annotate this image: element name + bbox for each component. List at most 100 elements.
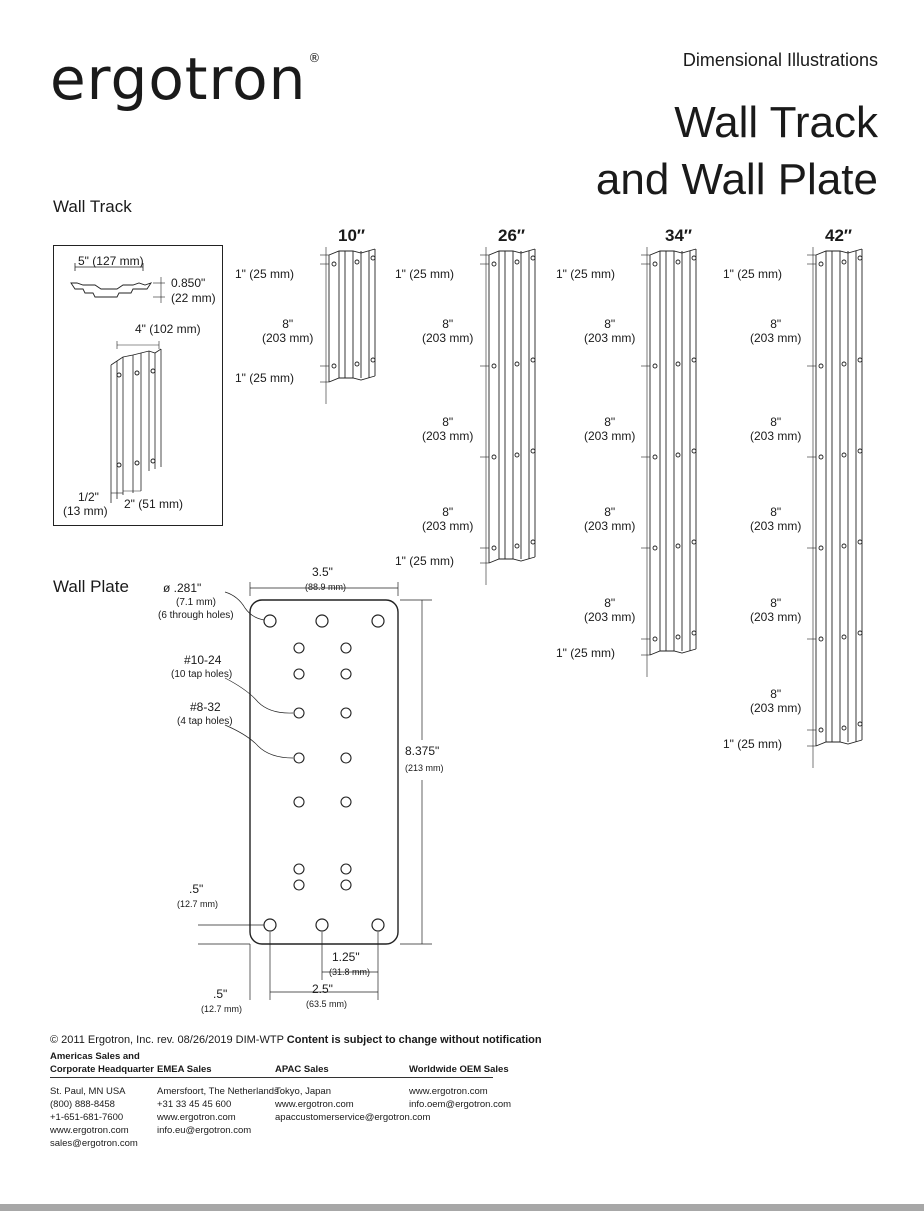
size-42: 42″ [825,226,853,245]
t34-sp1-mm: (203 mm) [584,331,636,345]
t26-sp2-mm: (203 mm) [422,429,474,443]
plate-height-mm: (213 mm) [405,763,444,773]
page-title-line1: Wall Track [674,98,878,147]
oem-line[interactable]: www.ergotron.com [409,1086,488,1097]
copyright: © 2011 Ergotron, Inc. rev. 08/26/2019 DI… [50,1034,284,1046]
track-spacing-label: 2" (51 mm) [124,497,183,511]
emea-head: EMEA Sales [157,1064,212,1075]
americas-head2: Corporate Headquarter [50,1064,154,1075]
footer-col-americas: Americas Sales and Corporate Headquarter [50,1050,160,1076]
emea-line[interactable]: www.ergotron.com [157,1112,236,1123]
t26-sp1-mm: (203 mm) [422,331,474,345]
size-34: 34″ [665,226,693,245]
tap2-label: #8-32 [190,700,221,714]
half-spacing: 1.25" [332,950,360,964]
track-width-label: 5" (127 mm) [78,254,144,268]
edge-vertical: .5" [189,882,204,896]
t42-end-bottom: 1" (25 mm) [723,737,782,751]
t42-sp1-in: 8" [770,317,782,331]
tap2-note: (4 tap holes) [177,716,233,727]
t26-spacing-1: 8"(203 mm) [422,317,473,345]
track-profile-3 [807,247,863,768]
t34-sp3-mm: (203 mm) [584,519,636,533]
t10-spacing-1: 8"(203 mm) [262,317,313,345]
oem-line[interactable]: info.oem@ergotron.com [409,1099,512,1110]
ergotron-logo: ergotron® [50,45,321,113]
oem-head: Worldwide OEM Sales [409,1064,509,1075]
footer-col-oem-head: Worldwide OEM Sales [409,1063,509,1076]
emea-lines: Amersfoort, The Netherlands +31 33 45 45… [157,1085,279,1137]
plate-height: 8.375" [405,744,440,758]
wall-plate-heading: Wall Plate [53,577,129,596]
t42-spacing-4: 8"(203 mm) [750,596,801,624]
change-notice: Content is subject to change without not… [286,1034,542,1046]
t42-spacing-5: 8"(203 mm) [750,687,801,715]
page-title-line2: and Wall Plate [595,155,878,204]
plate-outline [249,599,399,945]
t42-sp4-mm: (203 mm) [750,610,802,624]
emea-line: +31 33 45 45 600 [157,1099,232,1110]
t42-spacing-3: 8"(203 mm) [750,505,801,533]
hole-diameter-mm: (7.1 mm) [176,597,216,608]
edge-vertical-mm: (12.7 mm) [177,899,219,909]
cross-section-drawing [70,263,165,503]
apac-line[interactable]: www.ergotron.com [275,1099,354,1110]
size-26: 26″ [498,226,526,245]
track-profile-1 [480,247,536,585]
t34-end-bottom: 1" (25 mm) [556,646,615,660]
footer-col-apac-head: APAC Sales [275,1063,329,1076]
emea-line[interactable]: info.eu@ergotron.com [157,1125,252,1136]
t26-sp2-in: 8" [442,415,454,429]
t34-spacing-3: 8"(203 mm) [584,505,635,533]
t34-sp4-in: 8" [604,596,616,610]
t10-end-top: 1" (25 mm) [235,267,294,281]
edge-horizontal-mm: (12.7 mm) [201,1004,243,1014]
through-hole-count: (6 through holes) [158,610,234,621]
t26-sp3-mm: (203 mm) [422,519,474,533]
track-depth-label: 0.850" [171,276,206,290]
t34-end-top: 1" (25 mm) [556,267,615,281]
t42-sp3-mm: (203 mm) [750,519,802,533]
t34-sp1-in: 8" [604,317,616,331]
apac-line[interactable]: apaccustomerservice@ergotron.com [275,1112,431,1123]
hole-spacing: 2.5" [312,982,333,996]
wall-track-heading: Wall Track [53,197,132,216]
americas-line[interactable]: sales@ergotron.com [50,1138,138,1149]
emea-line: Amersfoort, The Netherlands [157,1086,279,1097]
registered-mark: ® [308,51,322,65]
brand-name: ergotron [50,45,307,113]
hole-spacing-mm: (63.5 mm) [306,999,348,1009]
edge-horizontal: .5" [213,987,228,1001]
t26-sp3-in: 8" [442,505,454,519]
track-profile-0 [320,247,376,404]
t42-sp1-mm: (203 mm) [750,331,802,345]
track-depth-mm-label: (22 mm) [171,291,216,305]
t34-spacing-4: 8"(203 mm) [584,596,635,624]
tap1-note: (10 tap holes) [171,669,233,680]
t26-end-top: 1" (25 mm) [395,267,454,281]
americas-lines: St. Paul, MN USA (800) 888-8458 +1-651-6… [50,1085,138,1150]
t42-sp2-mm: (203 mm) [750,429,802,443]
t34-spacing-1: 8"(203 mm) [584,317,635,345]
t34-sp3-in: 8" [604,505,616,519]
t10-sp-mm: (203 mm) [262,331,314,345]
size-10: 10″ [338,226,366,245]
t34-sp4-mm: (203 mm) [584,610,636,624]
t42-sp3-in: 8" [770,505,782,519]
track-width2-label: 4" (102 mm) [135,322,201,336]
apac-lines: Tokyo, Japan www.ergotron.com apaccustom… [275,1085,430,1124]
t42-spacing-1: 8"(203 mm) [750,317,801,345]
t26-end-bottom: 1" (25 mm) [395,554,454,568]
americas-line: (800) 888-8458 [50,1099,115,1110]
apac-line: Tokyo, Japan [275,1086,331,1097]
t26-sp1-in: 8" [442,317,454,331]
footer-col-emea-head: EMEA Sales [157,1063,212,1076]
t42-sp4-in: 8" [770,596,782,610]
americas-line[interactable]: www.ergotron.com [50,1125,129,1136]
t10-sp-in: 8" [282,317,294,331]
t42-spacing-2: 8"(203 mm) [750,415,801,443]
half-spacing-mm: (31.8 mm) [329,967,371,977]
track-profile-2 [641,247,697,677]
t42-sp2-in: 8" [770,415,782,429]
plate-width: 3.5" [312,565,333,579]
